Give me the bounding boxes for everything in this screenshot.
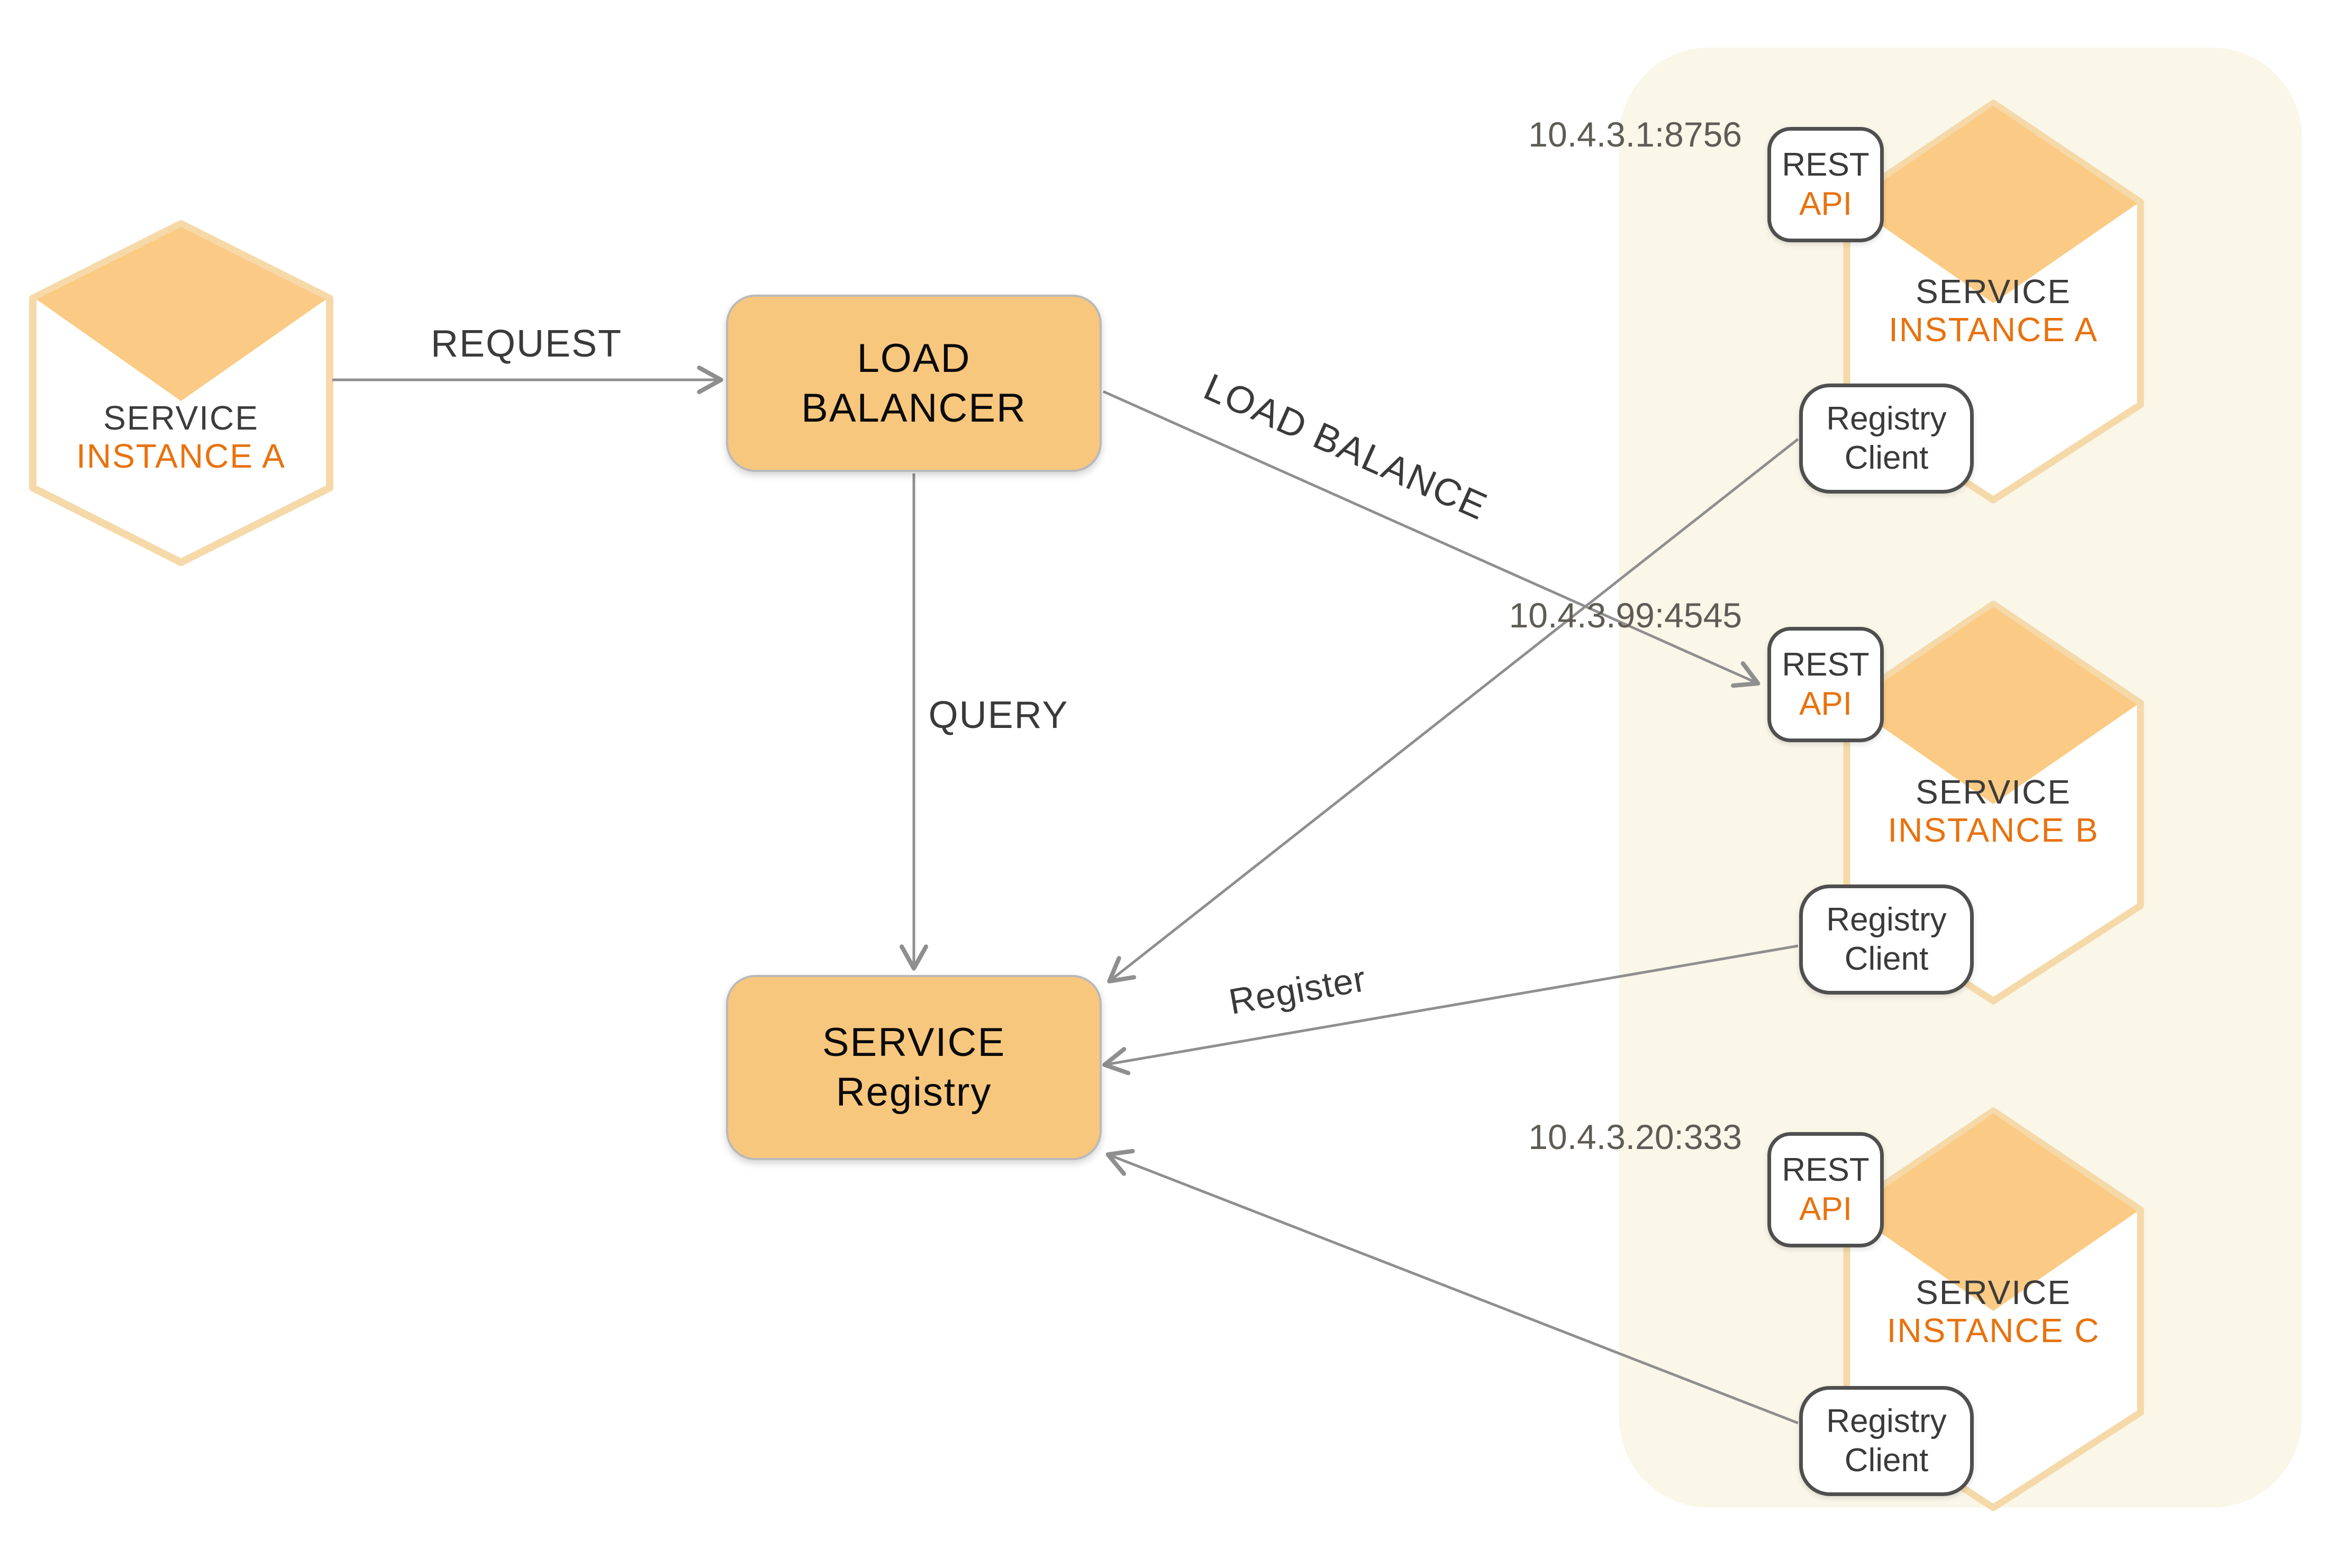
- instance-c-instance-label: INSTANCE C: [1886, 1311, 2100, 1350]
- service-registry-label-line1: SERVICE: [822, 1020, 1006, 1065]
- instance-a-registry-client-box: Registry Client: [1799, 384, 1974, 494]
- instance-c-rest-label: REST: [1782, 1152, 1870, 1188]
- instance-b-rest-api-box: REST API: [1767, 627, 1884, 742]
- instance-b-registry-client-line1: Registry: [1826, 901, 1947, 938]
- service-registry-label-line2: Registry: [836, 1070, 992, 1115]
- instance-b-instance-label: INSTANCE B: [1888, 811, 2099, 849]
- register-arrow-instance-a: [1107, 438, 1799, 983]
- instance-c-registry-client-line1: Registry: [1826, 1403, 1947, 1439]
- instance-a-instance-label: INSTANCE A: [1889, 311, 2098, 349]
- register-arrow-instance-b: [1102, 944, 1799, 1075]
- instance-a-rest-api-box: REST API: [1767, 127, 1884, 242]
- consumer-hexagon-roof: [37, 227, 326, 401]
- load-balance-arrow: [1102, 390, 1761, 688]
- instance-a-rest-label: REST: [1782, 147, 1870, 183]
- register-arrow-instance-c: [1105, 1148, 1799, 1425]
- instance-b-api-label: API: [1799, 686, 1852, 722]
- instance-a-hexagon-roof: [1850, 106, 2137, 303]
- instance-a-address: 10.4.3.1:8756: [1528, 115, 1742, 154]
- instance-b-hexagon-roof: [1850, 607, 2137, 804]
- instance-b-address: 10.4.3.99:4545: [1509, 596, 1742, 635]
- instance-a-registry-client-line2: Client: [1844, 440, 1929, 476]
- instance-c-hexagon-roof: [1850, 1114, 2137, 1311]
- instance-c-address: 10.4.3.20:333: [1528, 1117, 1742, 1156]
- service-registry-node: SERVICE Registry: [726, 975, 1102, 1160]
- query-label: QUERY: [928, 694, 1069, 736]
- instance-b-registry-client-line2: Client: [1844, 941, 1929, 977]
- instance-a-registry-client-line1: Registry: [1826, 400, 1947, 437]
- instance-c-registry-client-line2: Client: [1844, 1442, 1929, 1479]
- instance-c-api-label: API: [1799, 1191, 1852, 1227]
- instance-a-api-label: API: [1799, 186, 1852, 222]
- consumer-service-label: SERVICE: [103, 399, 259, 437]
- instance-c-rest-api-box: REST API: [1767, 1132, 1884, 1247]
- instance-b-registry-client-box: Registry Client: [1799, 885, 1974, 995]
- load-balancer-label-line2: BALANCER: [801, 385, 1027, 431]
- request-label: REQUEST: [430, 323, 623, 365]
- consumer-hexagon: [29, 220, 333, 566]
- instance-c-service-label: SERVICE: [1916, 1273, 2071, 1311]
- instance-a-service-label: SERVICE: [1916, 272, 2071, 311]
- consumer-instance-label: INSTANCE A: [76, 437, 286, 475]
- instance-c-registry-client-box: Registry Client: [1799, 1386, 1974, 1496]
- load-balancer-label-line1: LOAD: [857, 335, 971, 381]
- instance-b-service-label: SERVICE: [1916, 773, 2071, 811]
- instance-b-rest-label: REST: [1782, 646, 1870, 683]
- load-balancer-node: LOAD BALANCER: [726, 295, 1102, 472]
